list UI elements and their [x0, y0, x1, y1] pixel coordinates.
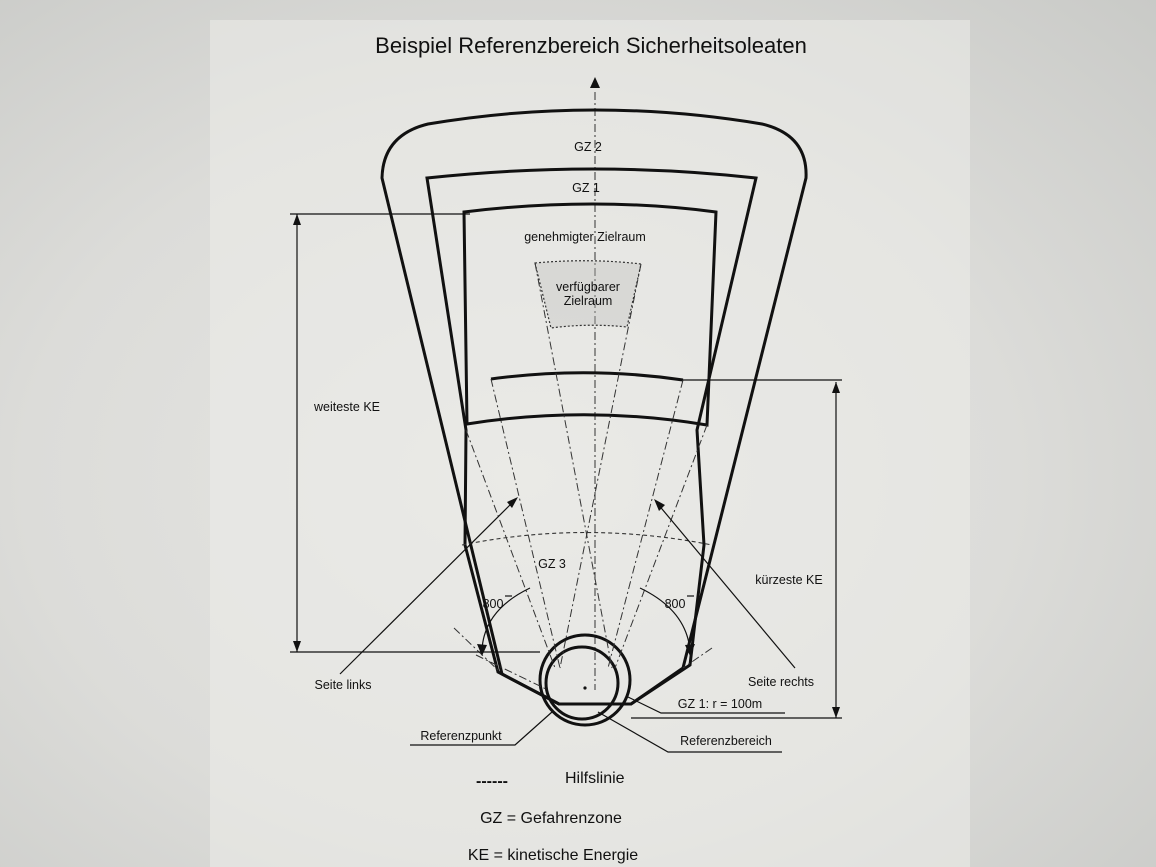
center-axis [590, 77, 600, 690]
reference-point-leader [410, 711, 553, 746]
available-target-label-line2: Zielraum [564, 294, 613, 308]
reference-area-circle [544, 645, 620, 721]
side-right-leader [656, 502, 796, 669]
side-left-leader [339, 499, 516, 675]
legend-ke-definition: KE = kinetische Energie [468, 847, 638, 864]
gz3-label: GZ 3 [538, 557, 566, 571]
side-left-label: Seite links [315, 678, 372, 692]
gz1-radius-leader [627, 696, 785, 714]
angle-right-arc [639, 587, 691, 651]
angle-left-arrow-icon [477, 644, 487, 656]
legend: ------ Hilfslinie GZ = Gefahrenzone KE =… [468, 770, 638, 864]
angle-left-arc [481, 587, 531, 651]
helper-lines [453, 262, 713, 691]
reference-area-leader [597, 711, 782, 753]
gz1-radius-label: GZ 1: r = 100m [678, 697, 762, 711]
legend-gz-definition: GZ = Gefahrenzone [480, 810, 622, 827]
gz2-boundary [380, 108, 808, 706]
gz1-radius-circle [538, 633, 632, 727]
reference-point-marker [583, 686, 587, 690]
available-target-area [534, 260, 642, 329]
approved-target-label: genehmigter Zielraum [524, 230, 646, 244]
furthest-ke-dimension [290, 213, 540, 653]
furthest-ke-label: weiteste KE [313, 400, 380, 414]
side-left-arrow-icon [507, 497, 518, 508]
angle-left-label: 800 [483, 597, 504, 611]
side-right-label: Seite rechts [748, 675, 814, 689]
legend-helper-line-symbol: ------ [476, 773, 508, 790]
gz1-boundary [425, 167, 758, 706]
shortest-ke-dimension [631, 379, 842, 719]
reference-area-label: Referenzbereich [680, 734, 772, 748]
approved-target-inner-edge [490, 371, 684, 382]
available-target-label-line1: verfügbarer [556, 280, 620, 294]
reference-point-label: Referenzpunkt [420, 729, 502, 743]
shortest-ke-label: kürzeste KE [755, 573, 822, 587]
axis-arrow-icon [590, 77, 600, 88]
angle-right-arrow-icon [685, 644, 695, 656]
legend-helper-line-label: Hilfslinie [565, 770, 625, 787]
gz1-label: GZ 1 [572, 181, 600, 195]
diagram-title: Beispiel Referenzbereich Sicherheitsolea… [375, 33, 807, 58]
angle-right-label: 800 [665, 597, 686, 611]
side-right-arrow-icon [654, 499, 665, 511]
gz2-label: GZ 2 [574, 140, 602, 154]
